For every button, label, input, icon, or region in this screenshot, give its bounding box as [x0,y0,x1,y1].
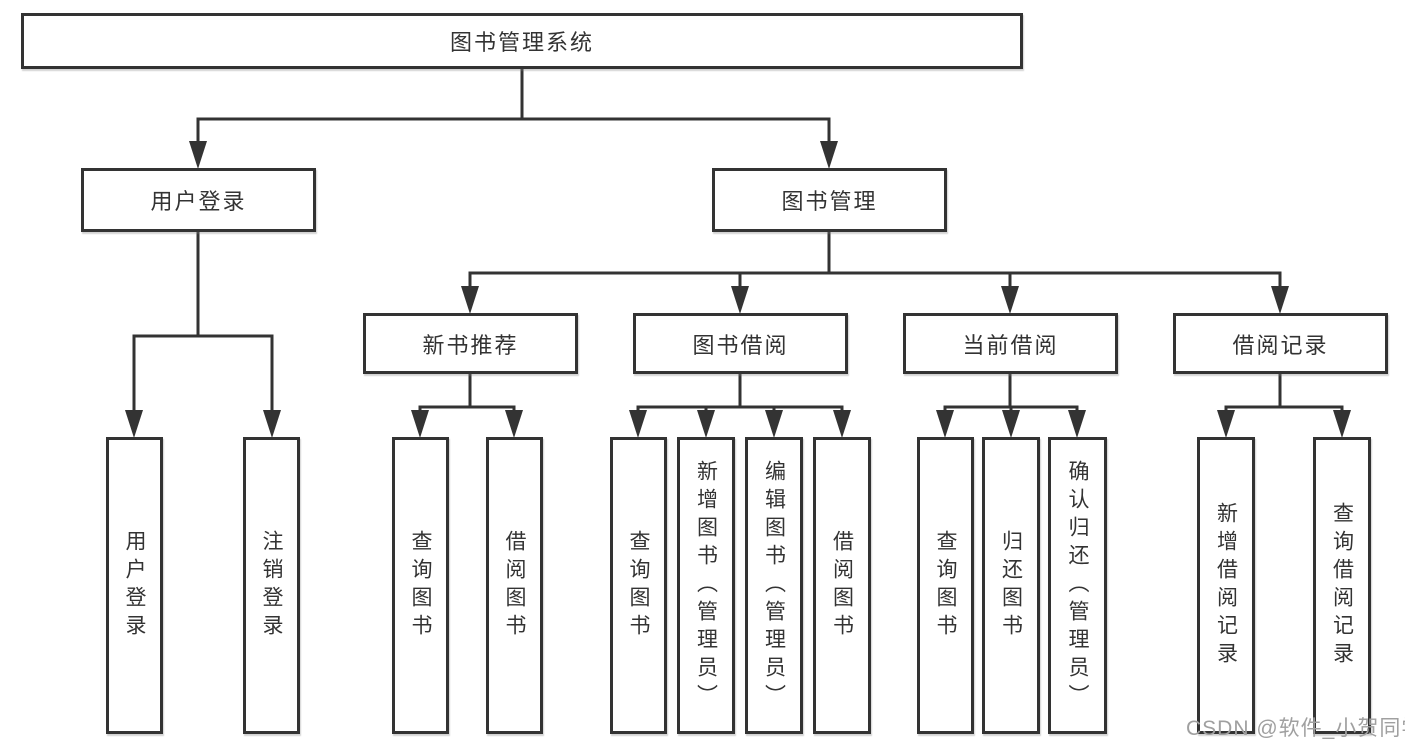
node-label: 查询图书 [934,529,957,642]
node-label: 查询图书 [627,529,650,642]
node-book-borrow: 图书借阅 [633,313,848,374]
node-label: 图书借阅 [692,332,789,358]
node-user-login: 用户登录 [81,168,316,232]
csdn-watermark: CSDN @软件_小贺同学 [1186,717,1405,740]
node-label: 用户登录 [150,189,247,214]
node-label: 借阅图书 [503,529,526,642]
leaf-query-borrow-record: 查询借阅记录 [1313,437,1371,734]
node-label: 图书管理系统 [449,30,594,55]
node-label: 新增图书（管理员） [694,459,718,712]
node-book-management: 图书管理 [712,168,947,232]
node-label: 用户登录 [123,529,146,642]
leaf-logout: 注销登录 [243,437,300,734]
node-label: 查询借阅记录 [1330,501,1354,670]
leaf-return-book: 归还图书 [982,437,1040,734]
leaf-borrow-book-recommend: 借阅图书 [486,437,543,734]
node-current-borrow: 当前借阅 [903,313,1118,374]
leaf-add-borrow-record: 新增借阅记录 [1197,437,1255,734]
leaf-query-book-current: 查询图书 [917,437,974,734]
node-label: 图书管理 [781,189,878,214]
node-borrow-record: 借阅记录 [1173,313,1388,374]
tree-edges [132,69,1344,411]
node-label: 确认归还（管理员） [1066,459,1089,712]
node-label: 新书推荐 [422,332,519,358]
node-label: 新增借阅记录 [1214,501,1238,670]
node-label: 借阅记录 [1232,332,1329,358]
leaf-add-book-admin: 新增图书（管理员） [677,437,735,734]
node-label: 归还图书 [999,529,1023,642]
node-new-book-recommend: 新书推荐 [363,313,578,374]
node-label: 注销登录 [260,529,283,642]
leaf-query-book-recommend: 查询图书 [392,437,449,734]
node-label: 编辑图书（管理员） [762,459,786,712]
leaf-user-login: 用户登录 [106,437,163,734]
leaf-edit-book-admin: 编辑图书（管理员） [745,437,803,734]
node-library-management-system: 图书管理系统 [21,13,1023,69]
leaf-query-book-borrow: 查询图书 [610,437,667,734]
node-label: 借阅图书 [830,529,854,642]
leaf-confirm-return-admin: 确认归还（管理员） [1048,437,1107,734]
node-label: 查询图书 [409,529,432,642]
arrowheads [125,141,1351,438]
leaf-borrow-book: 借阅图书 [813,437,871,734]
node-label: 当前借阅 [962,332,1059,358]
